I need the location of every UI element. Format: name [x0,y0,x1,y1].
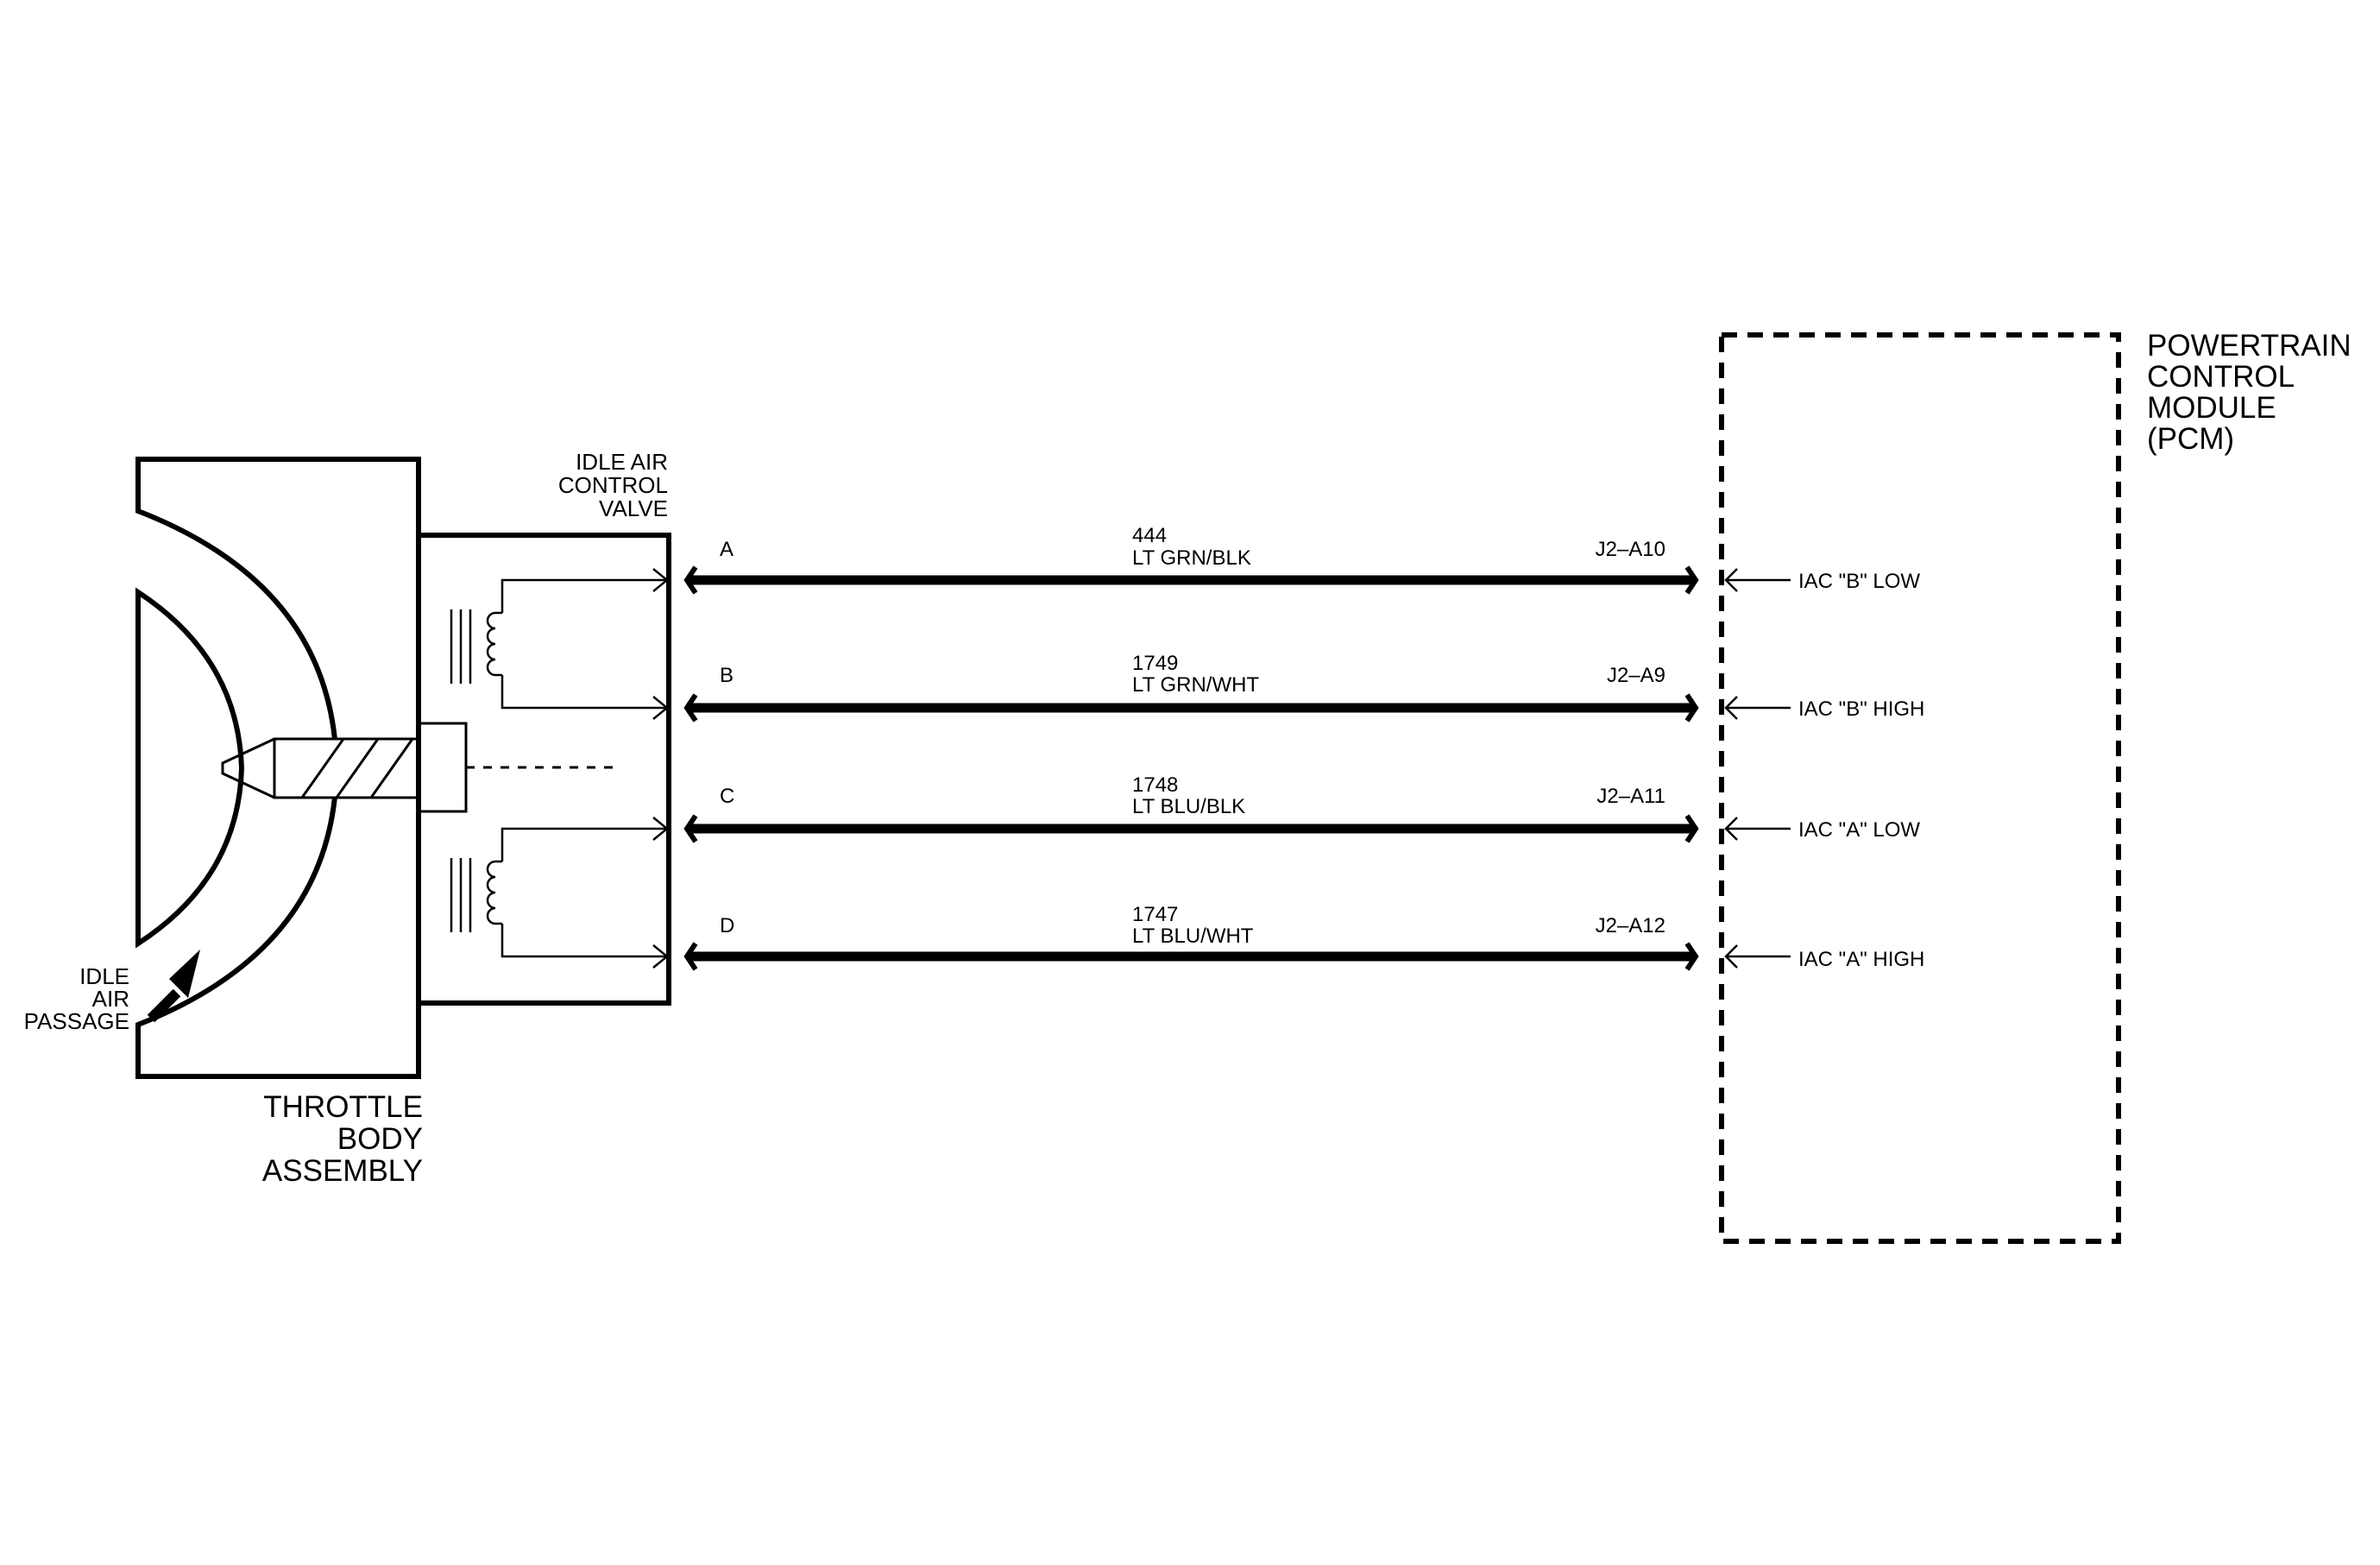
pcm-label-line-3: MODULE [2147,391,2276,425]
circuit-c-iac-connector-icon [683,814,698,843]
coil-a-lead-top [501,827,667,861]
circuit-d-number: 1747 [1132,903,1178,926]
coil-b-lead-top [501,578,667,613]
circuit-b-number: 1749 [1132,652,1178,675]
pin-d-arrow-icon [652,944,669,969]
powertrain-control-module: POWERTRAIN CONTROL MODULE (PCM) [1719,329,2352,1244]
airflow-arrow-icon [147,950,200,1023]
iac-valve-label-line-3: VALVE [599,495,668,521]
idle-air-passage-label-line-2: AIR [92,986,129,1012]
stepper-coil-a [450,817,669,969]
idle-air-control-valve: IDLE AIR CONTROL VALVE [416,449,671,1006]
circuit-a-number: 444 [1132,524,1167,547]
iac-valve-label-line-1: IDLE AIR [576,449,668,475]
circuit-a-pcm-connector-icon [1684,565,1699,595]
circuit-a-signal: IAC "B" LOW [1798,570,1920,593]
circuit-a-wire-color: LT GRN/BLK [1132,546,1251,570]
circuit-c: C 1748 LT BLU/BLK J2–A11 IAC "A" LOW [683,773,1920,843]
circuit-b-pcm-pin: J2–A9 [1607,664,1665,687]
pintle-thread-hatching [300,738,414,798]
throttle-body-label-line-3: ASSEMBLY [262,1154,423,1188]
iac-valve-housing [416,533,671,1006]
circuit-d-signal: IAC "A" HIGH [1798,948,1924,971]
idle-air-passage-label-line-3: PASSAGE [24,1008,129,1034]
pintle-tip [221,737,275,799]
idle-air-passage: IDLE AIR PASSAGE [24,950,200,1034]
circuit-c-wire-color: LT BLU/BLK [1132,795,1245,818]
pcm-label-line-4: (PCM) [2147,422,2234,456]
pcm-label-line-2: CONTROL [2147,360,2295,394]
circuit-b-pcm-connector-icon [1684,693,1699,723]
throttle-body-label-line-1: THROTTLE [263,1090,423,1124]
circuit-d-pin-label: D [720,914,734,937]
circuit-d: D 1747 LT BLU/WHT J2–A12 IAC "A" HIGH [683,903,1924,971]
throttle-body-label-line-2: BODY [337,1122,423,1156]
circuit-a: A 444 LT GRN/BLK J2–A10 IAC "B" LOW [683,524,1920,595]
pcm-dashed-outline [1719,332,2121,1244]
pin-a-arrow-icon [652,568,669,592]
circuit-a-iac-connector-icon [683,565,698,595]
circuit-c-signal: IAC "A" LOW [1798,818,1920,842]
circuit-c-pcm-pin: J2–A11 [1596,785,1665,808]
circuit-c-number: 1748 [1132,773,1178,797]
iac-valve-label-line-2: CONTROL [558,472,668,498]
throttle-bore [135,587,245,949]
coil-a-winding-icon [486,860,502,925]
circuit-b-signal: IAC "B" HIGH [1798,697,1924,721]
circuit-d-iac-connector-icon [683,942,698,971]
circuit-b-wire-color: LT GRN/WHT [1132,673,1259,697]
circuit-a-pcm-pin: J2–A10 [1596,538,1665,561]
circuit-b-iac-connector-icon [683,693,698,723]
circuit-c-pcm-input-arrow-icon [1724,817,1738,841]
throttle-body-assembly: THROTTLE BODY ASSEMBLY [135,457,423,1188]
circuit-b: B 1749 LT GRN/WHT J2–A9 IAC "B" HIGH [683,652,1924,723]
circuit-b-pcm-input-arrow-icon [1724,696,1738,720]
idle-air-passage-label-line-1: IDLE [79,963,129,989]
pcm-label-line-1: POWERTRAIN [2147,329,2352,363]
coil-a-lead-bottom [501,924,667,958]
coil-a-core-icon [450,858,472,932]
coil-b-lead-bottom [501,675,667,710]
circuit-a-pcm-input-arrow-icon [1724,568,1738,592]
circuit-a-pin-label: A [720,538,734,561]
circuit-c-pin-label: C [720,785,734,808]
circuit-d-pcm-input-arrow-icon [1724,944,1738,969]
pin-c-arrow-icon [652,817,669,841]
circuit-b-pin-label: B [720,664,734,687]
circuit-c-pcm-connector-icon [1684,814,1699,843]
coil-b-winding-icon [486,611,502,677]
circuit-d-pcm-connector-icon [1684,942,1699,971]
pin-b-arrow-icon [652,696,669,720]
pintle-armature [418,722,468,813]
coil-b-core-icon [450,609,472,684]
pintle-shaft [273,737,421,799]
stepper-coil-b [450,568,669,720]
circuit-d-wire-color: LT BLU/WHT [1132,924,1254,948]
circuit-d-pcm-pin: J2–A12 [1596,914,1665,937]
